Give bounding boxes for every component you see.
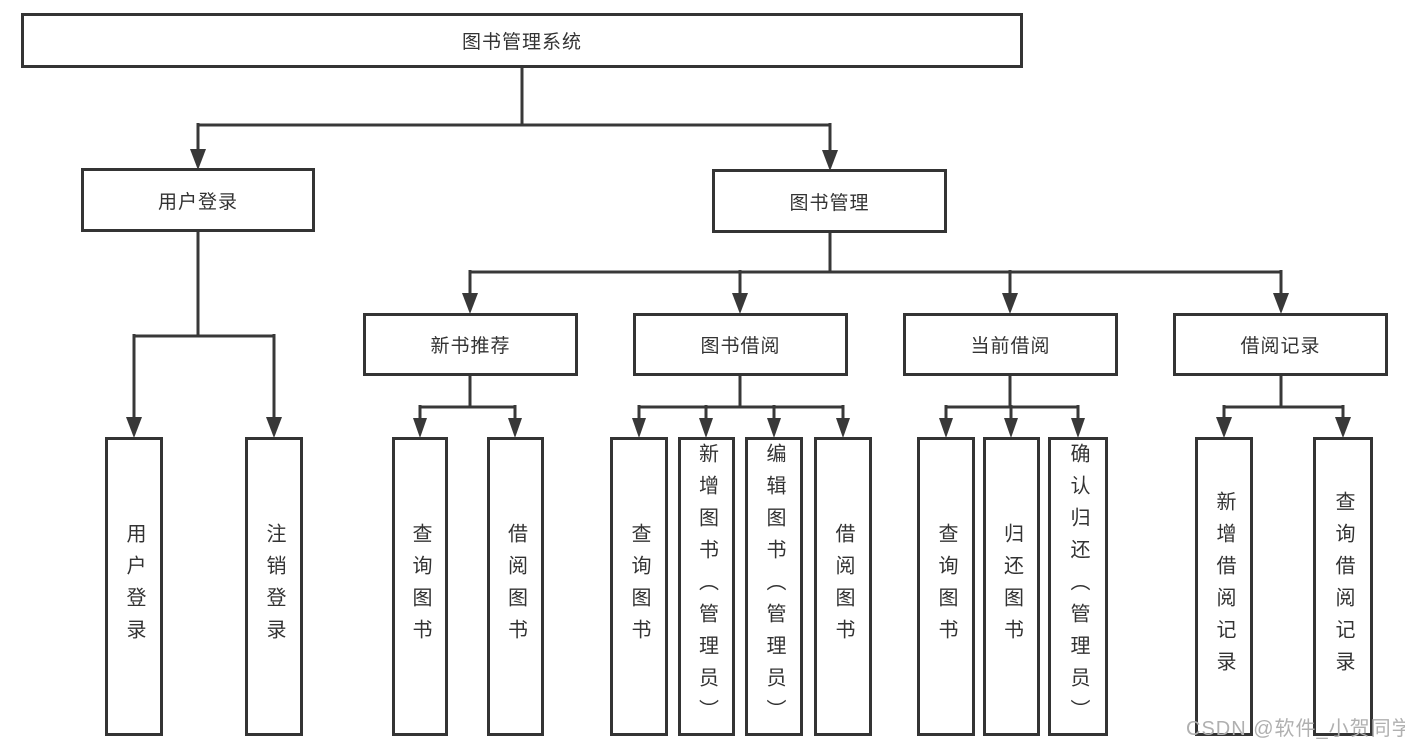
leaf-edit-books-admin: 编辑图书（管理员） [745,437,803,736]
leaf-confirm-return-admin: 确认归还（管理员） [1048,437,1108,736]
leaf-label: 查询图书 [409,522,431,651]
leaf-label: 编辑图书（管理员） [763,442,785,731]
node-library-system: 图书管理系统 [21,13,1023,68]
node-label: 图书管理 [789,192,870,214]
leaf-borrow-books-recommend: 借阅图书 [487,437,544,736]
leaf-user-login: 用户登录 [105,437,163,736]
leaf-borrow-books: 借阅图书 [814,437,872,736]
node-book-management: 图书管理 [712,169,947,233]
leaf-query-borrow-record: 查询借阅记录 [1313,437,1373,736]
node-label: 用户登录 [157,191,238,213]
leaf-add-books-admin: 新增图书（管理员） [678,437,735,736]
leaf-query-books-borrow: 查询图书 [610,437,668,736]
node-label: 图书管理系统 [461,32,582,53]
leaf-label: 查询图书 [628,522,650,651]
leaf-label: 归还图书 [1000,522,1023,651]
leaf-query-books-recommend: 查询图书 [392,437,448,736]
node-new-book-recommend: 新书推荐 [363,313,578,376]
leaf-add-borrow-record: 新增借阅记录 [1195,437,1253,736]
leaf-label: 确认归还（管理员） [1067,442,1089,731]
node-borrow-records: 借阅记录 [1173,313,1388,376]
leaf-label: 用户登录 [123,522,145,651]
node-book-borrow: 图书借阅 [633,313,848,376]
leaf-label: 新增图书（管理员） [695,442,718,731]
node-label: 图书借阅 [700,336,781,357]
node-label: 借阅记录 [1240,336,1321,357]
leaf-label: 借阅图书 [832,522,854,651]
leaf-return-books: 归还图书 [983,437,1040,736]
leaf-label: 查询图书 [935,522,957,651]
leaf-label: 借阅图书 [504,522,527,651]
leaf-label: 注销登录 [263,522,285,651]
leaf-label: 新增借阅记录 [1213,490,1235,683]
node-current-borrow: 当前借阅 [903,313,1118,376]
leaf-label: 查询借阅记录 [1332,490,1354,683]
node-user-login: 用户登录 [81,168,315,232]
csdn-watermark: CSDN @软件_小贺同学 [1186,718,1405,740]
leaf-query-books-current: 查询图书 [917,437,975,736]
node-label: 新书推荐 [430,336,511,357]
leaf-logout: 注销登录 [245,437,303,736]
node-label: 当前借阅 [970,336,1051,357]
